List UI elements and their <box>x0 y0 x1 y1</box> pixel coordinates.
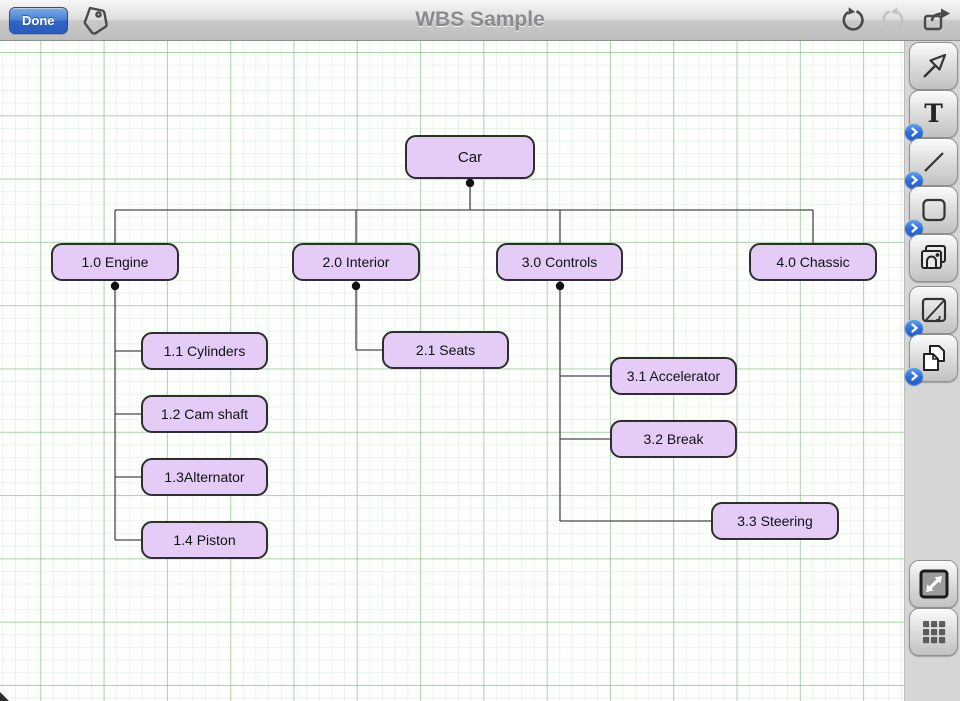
share-icon[interactable] <box>922 6 952 34</box>
stencil-library-icon <box>920 245 946 269</box>
node-chassic[interactable]: 4.0 Chassic <box>749 243 877 281</box>
node-camshaft[interactable]: 1.2 Cam shaft <box>141 395 268 433</box>
redo-icon <box>880 6 908 34</box>
anchor-dot <box>465 178 475 188</box>
resize-tool-button[interactable] <box>909 560 958 608</box>
chevron-badge-icon[interactable] <box>905 219 923 237</box>
tag-icon[interactable] <box>81 4 111 36</box>
node-cylinders[interactable]: 1.1 Cylinders <box>141 332 268 370</box>
node-steering[interactable]: 3.3 Steering <box>711 502 839 540</box>
canvas-corner-handle <box>0 692 9 701</box>
stencil-library-button[interactable] <box>909 234 958 282</box>
node-alternator[interactable]: 1.3Alternator <box>141 458 268 496</box>
pages-tool-button[interactable] <box>905 334 958 385</box>
chevron-badge-icon[interactable] <box>905 171 923 189</box>
text-tool-button[interactable]: T <box>905 90 958 141</box>
cursor-arrow-icon <box>922 53 946 78</box>
node-controls[interactable]: 3.0 Controls <box>496 243 623 281</box>
node-engine[interactable]: 1.0 Engine <box>51 243 179 281</box>
line-tool-icon <box>923 152 944 172</box>
text-tool-icon: T <box>924 98 943 128</box>
node-car[interactable]: Car <box>405 135 535 179</box>
anchor-dot <box>110 281 120 291</box>
chevron-badge-icon[interactable] <box>905 367 923 385</box>
undo-icon[interactable] <box>838 6 866 34</box>
pages-icon <box>922 345 945 371</box>
shape-tool-button[interactable] <box>905 186 958 237</box>
toolbox-sidebar: T <box>904 40 960 701</box>
anchor-dot <box>351 281 361 291</box>
done-button[interactable]: Done <box>9 6 68 34</box>
grid-dots-icon <box>922 621 945 644</box>
freehand-tool-button[interactable] <box>905 286 958 337</box>
resize-arrows-icon <box>919 569 948 599</box>
anchor-dot <box>555 281 565 291</box>
node-accelerator[interactable]: 3.1 Accelerator <box>610 357 737 395</box>
select-tool-button[interactable] <box>909 42 958 90</box>
rounded-rect-tool-icon <box>921 198 946 222</box>
node-interior[interactable]: 2.0 Interior <box>292 243 420 281</box>
node-piston[interactable]: 1.4 Piston <box>141 521 268 559</box>
node-break[interactable]: 3.2 Break <box>610 420 737 458</box>
node-seats[interactable]: 2.1 Seats <box>382 331 509 369</box>
titlebar: Done WBS Sample <box>0 0 960 41</box>
chevron-badge-icon[interactable] <box>905 123 923 141</box>
grid-tool-button[interactable] <box>909 608 958 656</box>
line-tool-button[interactable] <box>905 138 958 189</box>
freehand-draw-icon <box>921 297 946 323</box>
chevron-badge-icon[interactable] <box>905 319 923 337</box>
page-title: WBS Sample <box>415 8 545 31</box>
